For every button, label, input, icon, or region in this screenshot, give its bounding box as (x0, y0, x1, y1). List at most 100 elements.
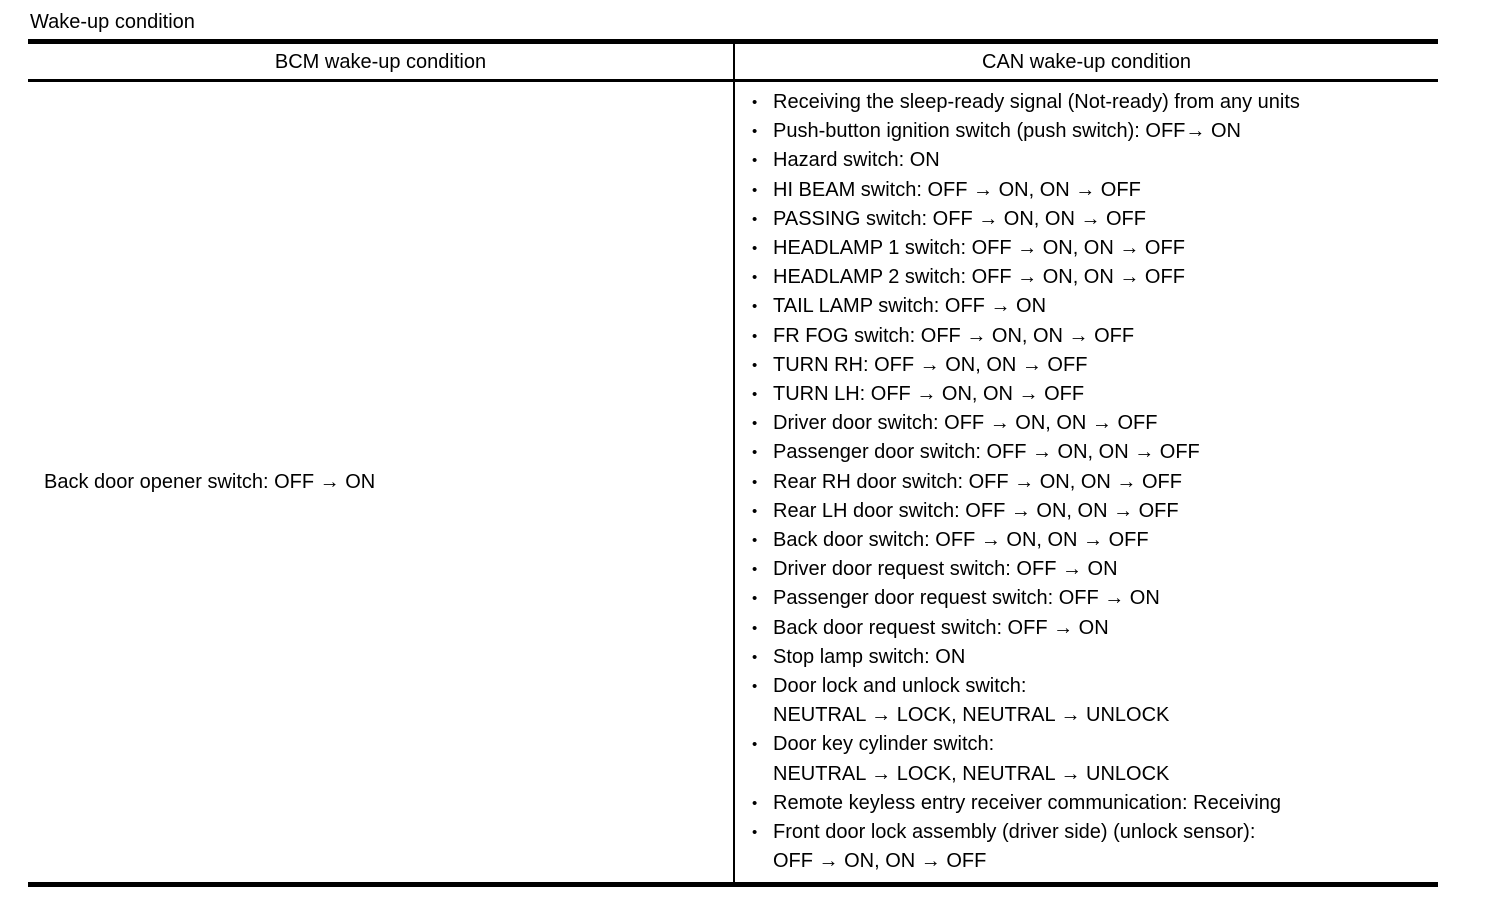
list-item-line: NEUTRAL → LOCK, NEUTRAL → UNLOCK (773, 704, 1170, 727)
list-item: • Front door lock assembly (driver side) … (752, 818, 1438, 876)
column-header-can-wake-up-condition: CAN wake-up condition (733, 44, 1438, 79)
list-item-text: Stop lamp switch: ON (773, 643, 1438, 672)
list-item: • TURN LH: OFF → ON, ON → OFF (752, 380, 1438, 409)
list-item: • PASSING switch: OFF → ON, ON → OFF (752, 205, 1438, 234)
list-item-line: Back door request switch: OFF → ON (773, 616, 1109, 639)
list-item: • Door key cylinder switch: NEUTRAL → LOCK… (752, 730, 1438, 788)
list-item-text: Door key cylinder switch: NEUTRAL → LOCK,… (773, 730, 1438, 788)
list-item-text: HI BEAM switch: OFF → ON, ON → OFF (773, 176, 1438, 205)
bullet-icon: • (752, 386, 758, 404)
page-title: Wake-up condition (30, 11, 195, 33)
list-item-line: HEADLAMP 2 switch: OFF → ON, ON → OFF (773, 266, 1185, 289)
list-item-line: Push-button ignition switch (push switch… (773, 120, 1241, 143)
list-item: • HEADLAMP 1 switch: OFF → ON, ON → OFF (752, 234, 1438, 263)
list-item-text: Driver door request switch: OFF → ON (773, 555, 1438, 584)
bullet-icon: • (752, 415, 758, 433)
list-item-line: Stop lamp switch: ON (773, 645, 966, 668)
list-item-text: FR FOG switch: OFF → ON, ON → OFF (773, 322, 1438, 351)
bullet-icon: • (752, 619, 758, 637)
bullet-icon: • (752, 356, 758, 374)
bullet-icon: • (752, 502, 758, 520)
list-item-text: Front door lock assembly (driver side) (… (773, 818, 1438, 876)
list-item-line: Door key cylinder switch: (773, 733, 995, 756)
list-item-text: Back door request switch: OFF → ON (773, 614, 1438, 643)
list-item: • Passenger door request switch: OFF → ON (752, 584, 1438, 613)
list-item: • Passenger door switch: OFF → ON, ON → O… (752, 438, 1438, 467)
bullet-icon: • (752, 736, 758, 754)
bullet-icon: • (752, 298, 758, 316)
list-item-text: Remote keyless entry receiver communicat… (773, 789, 1438, 818)
list-item: • Back door switch: OFF → ON, ON → OFF (752, 526, 1438, 555)
list-item: •Rear RH door switch: OFF → ON, ON → OFF (752, 468, 1438, 497)
bullet-icon: • (752, 473, 758, 491)
page-content: Wake-up condition BCM wake-up condition … (28, 11, 1438, 888)
list-item-text: Push-button ignition switch (push switch… (773, 117, 1438, 146)
list-item: • Receiving the sleep-ready signal (Not-r… (752, 88, 1438, 117)
can-condition-cell: • Receiving the sleep-ready signal (Not-r… (733, 82, 1438, 883)
list-item: •Remote keyless entry receiver communica… (752, 789, 1438, 818)
list-item-text: Back door switch: OFF → ON, ON → OFF (773, 526, 1438, 555)
list-item-line: Remote keyless entry receiver communicat… (773, 791, 1281, 814)
list-item-line: FR FOG switch: OFF → ON, ON → OFF (773, 324, 1135, 347)
bullet-icon: • (752, 561, 758, 579)
list-item-text: Driver door switch: OFF → ON, ON → OFF (773, 409, 1438, 438)
list-item-line: TAIL LAMP switch: OFF → ON (773, 295, 1047, 318)
list-item: • TAIL LAMP switch: OFF → ON (752, 292, 1438, 321)
list-item-text: TAIL LAMP switch: OFF → ON (773, 292, 1438, 321)
list-item-text: Rear LH door switch: OFF → ON, ON → OFF (773, 497, 1438, 526)
bullet-icon: • (752, 648, 758, 666)
list-item-line: TURN LH: OFF → ON, ON → OFF (773, 383, 1085, 406)
list-item-text: HEADLAMP 1 switch: OFF → ON, ON → OFF (773, 234, 1438, 263)
list-item: • Driver door request switch: OFF → ON (752, 555, 1438, 584)
list-item-text: HEADLAMP 2 switch: OFF → ON, ON → OFF (773, 263, 1438, 292)
list-item-line: PASSING switch: OFF → ON, ON → OFF (773, 207, 1146, 230)
list-item-text: Passenger door request switch: OFF → ON (773, 584, 1438, 613)
bullet-icon: • (752, 532, 758, 550)
list-item: • Driver door switch: OFF → ON, ON → OFF (752, 409, 1438, 438)
list-item-line: Hazard switch: ON (773, 149, 940, 172)
bullet-icon: • (752, 590, 758, 608)
bullet-icon: • (752, 678, 758, 696)
bullet-icon: • (752, 94, 758, 111)
list-item-line: HI BEAM switch: OFF → ON, ON → OFF (773, 178, 1141, 201)
bullet-icon: • (752, 181, 758, 199)
list-item-text: Hazard switch: ON (773, 146, 1438, 175)
list-item-text: Door lock and unlock switch: NEUTRAL → LO… (773, 672, 1438, 730)
bullet-icon: • (752, 123, 758, 141)
list-item-text: Receiving the sleep-ready signal (Not-re… (773, 88, 1438, 117)
bullet-icon: • (752, 269, 758, 287)
list-item-line: Passenger door request switch: OFF → ON (773, 587, 1160, 610)
list-item-line: HEADLAMP 1 switch: OFF → ON, ON → OFF (773, 237, 1185, 260)
list-item: • Push-button ignition switch (push switc… (752, 117, 1438, 146)
bullet-icon: • (752, 210, 758, 228)
list-item-line: Receiving the sleep-ready signal (Not-re… (773, 91, 1300, 113)
list-item-line: Passenger door switch: OFF → ON, ON → OF… (773, 441, 1200, 464)
bullet-icon: • (752, 152, 758, 170)
table-header-row: BCM wake-up condition CAN wake-up condit… (28, 44, 1438, 82)
list-item-text: TURN LH: OFF → ON, ON → OFF (773, 380, 1438, 409)
bullet-icon: • (752, 824, 758, 842)
list-item-line: Driver door switch: OFF → ON, ON → OFF (773, 412, 1158, 435)
table-row: Back door opener switch: OFF → ON • Recei… (28, 82, 1438, 883)
list-item: • Hazard switch: ON (752, 146, 1438, 175)
list-item-line: TURN RH: OFF → ON, ON → OFF (773, 353, 1088, 376)
list-item-line: NEUTRAL → LOCK, NEUTRAL → UNLOCK (773, 762, 1170, 785)
bcm-condition-text: Back door opener switch: OFF → ON (44, 470, 376, 493)
list-item-line: Back door switch: OFF → ON, ON → OFF (773, 529, 1149, 552)
list-item: • TURN RH: OFF → ON, ON → OFF (752, 351, 1438, 380)
can-condition-list: • Receiving the sleep-ready signal (Not-r… (752, 88, 1438, 876)
bullet-icon: • (752, 240, 758, 258)
list-item-line: Front door lock assembly (driver side) (… (773, 821, 1256, 844)
column-header-bcm-wake-up-condition: BCM wake-up condition (274, 51, 487, 73)
list-item-line: Door lock and unlock switch: (773, 675, 1027, 698)
list-item: •FR FOG switch: OFF → ON, ON → OFF (752, 322, 1438, 351)
list-item: • HEADLAMP 2 switch: OFF → ON, ON → OFF (752, 263, 1438, 292)
list-item: • Back door request switch: OFF → ON (752, 614, 1438, 643)
list-item: • Door lock and unlock switch: NEUTRAL → L… (752, 672, 1438, 730)
list-item-line: Driver door request switch: OFF → ON (773, 558, 1118, 581)
list-item: • Stop lamp switch: ON (752, 643, 1438, 672)
list-item-text: PASSING switch: OFF → ON, ON → OFF (773, 205, 1438, 234)
list-item-line: Rear LH door switch: OFF → ON, ON → OFF (773, 499, 1179, 522)
bullet-icon: • (752, 444, 758, 462)
wake-up-condition-table: BCM wake-up condition CAN wake-up condit… (28, 39, 1438, 888)
